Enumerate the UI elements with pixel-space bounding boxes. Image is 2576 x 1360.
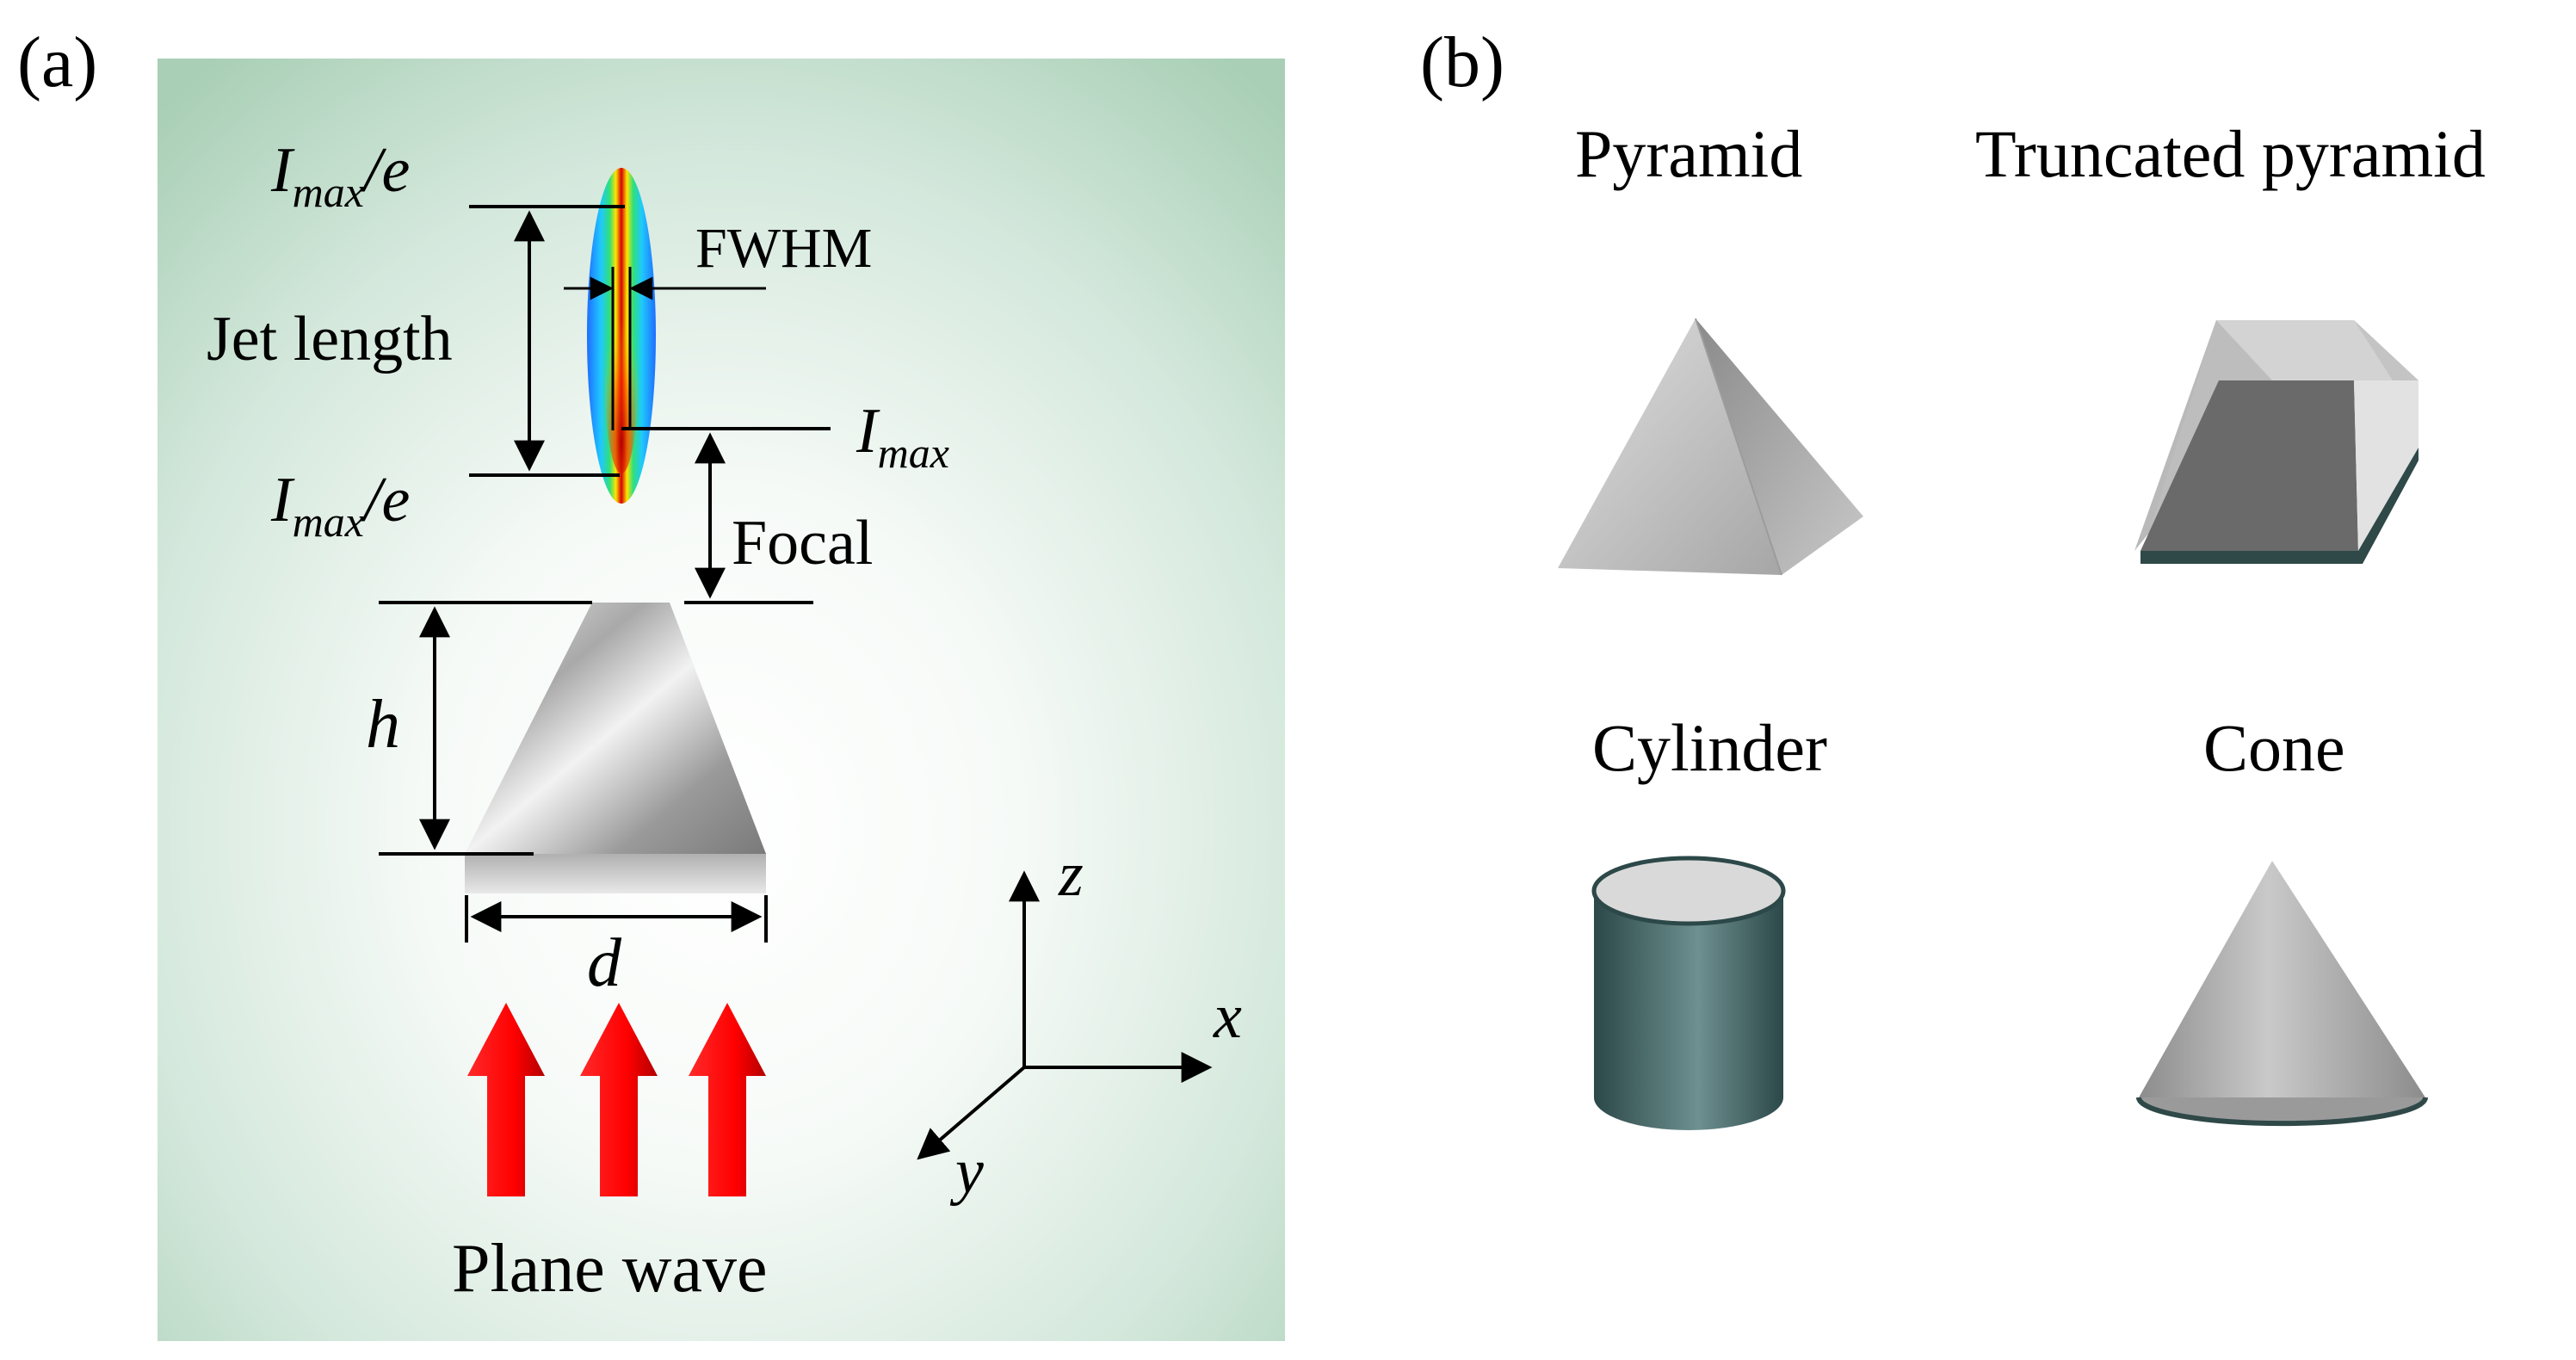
- svg-text:Imax: Imax: [856, 396, 949, 477]
- truncated-pyramid-shape: [2134, 320, 2418, 564]
- panel-a-label: (a): [17, 22, 97, 102]
- svg-text:d: d: [587, 925, 622, 1001]
- svg-text:Focal: Focal: [732, 508, 873, 578]
- pyramid-shape: [1558, 318, 1863, 576]
- svg-text:Imax/e: Imax/e: [270, 135, 410, 216]
- imax-top-label: Imax/e: [270, 135, 625, 216]
- diameter-dimension: d: [465, 895, 768, 1001]
- cylinder-shape: [1591, 856, 1786, 1130]
- imax-bottom-label: Imax/e: [270, 465, 620, 546]
- svg-text:FWHM: FWHM: [695, 217, 872, 280]
- axis-z-label: z: [1058, 839, 1084, 910]
- height-dimension: h: [366, 601, 592, 856]
- truncated-pyramid-particle: [465, 603, 766, 893]
- shape-label-cylinder: Cylinder: [1592, 710, 1827, 785]
- shape-label-pyramid: Pyramid: [1575, 116, 1802, 191]
- imax-peak-label: Imax: [621, 396, 949, 477]
- plane-wave-label: Plane wave: [452, 1231, 768, 1307]
- photonic-jet: [587, 168, 656, 504]
- shape-label-truncated-pyramid: Truncated pyramid: [1975, 116, 2486, 191]
- shape-label-cone: Cone: [2203, 710, 2345, 785]
- plane-wave-arrow: [467, 1003, 545, 1196]
- plane-wave-arrows: [467, 1003, 766, 1196]
- axis-y-label: y: [949, 1136, 984, 1207]
- focal-dimension: Focal: [684, 432, 873, 604]
- coordinate-axes: z x y: [917, 839, 1242, 1207]
- panel-b-label: (b): [1420, 22, 1504, 102]
- svg-text:h: h: [366, 687, 400, 763]
- jet-length-dimension: Jet length: [207, 210, 545, 472]
- fwhm-dimension: FWHM: [564, 217, 872, 430]
- plane-wave-arrow: [580, 1003, 658, 1196]
- svg-text:Jet length: Jet length: [207, 304, 453, 374]
- svg-text:Imax/e: Imax/e: [270, 465, 410, 546]
- axis-x-label: x: [1213, 981, 1242, 1052]
- plane-wave-arrow: [689, 1003, 766, 1196]
- cone-shape: [2136, 861, 2428, 1127]
